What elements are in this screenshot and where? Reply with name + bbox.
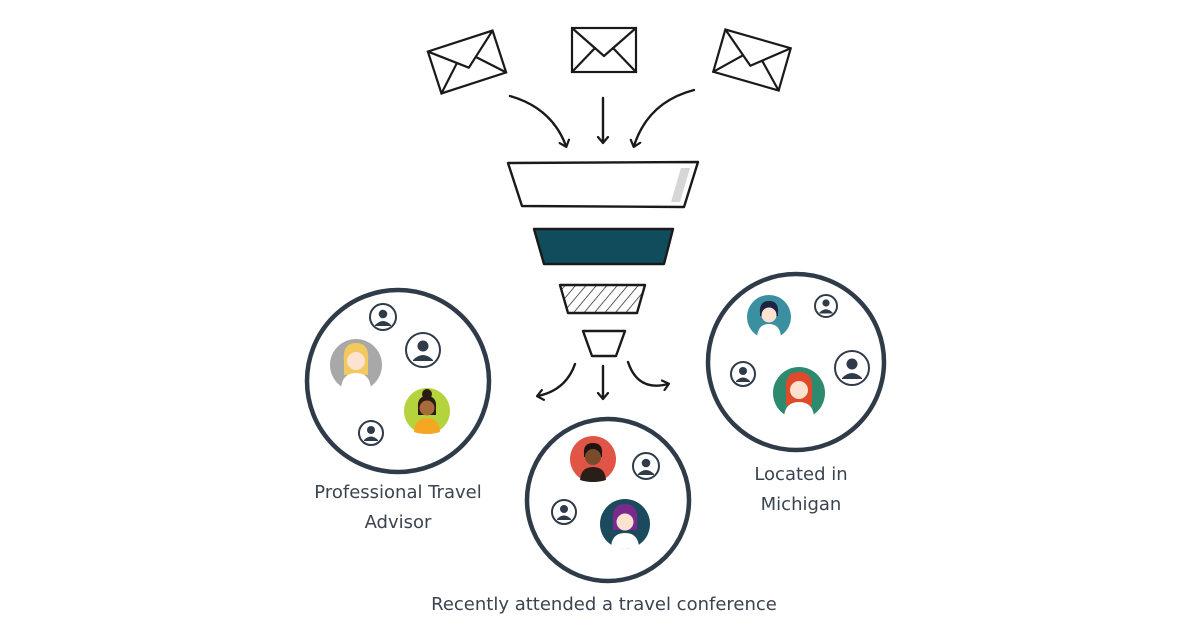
user-icon <box>369 303 397 331</box>
avatar-redhead-woman <box>773 367 825 420</box>
arrow-in-left <box>508 94 566 146</box>
user-icon <box>405 332 441 368</box>
user-icon <box>814 294 838 318</box>
avatar-woman-bun <box>404 388 450 434</box>
envelope-icon-center <box>570 26 638 74</box>
segment-label-left: Professional Travel Advisor <box>314 482 482 533</box>
user-icon <box>730 361 756 387</box>
user-icon <box>834 350 870 386</box>
funnel-tier-2 <box>532 227 675 266</box>
funnel-tier-1 <box>506 160 700 209</box>
avatar-blonde-woman <box>330 339 382 392</box>
user-icon <box>358 420 384 446</box>
avatar-man-blue <box>747 295 791 339</box>
arrow-out-left <box>538 362 577 396</box>
segment-circle-left <box>304 287 492 475</box>
segment-label-bottom: Recently attended a travel conference <box>431 594 777 615</box>
segment-label-right: Located in Michigan <box>754 464 848 515</box>
arrow-out-right <box>626 360 668 386</box>
avatar-woman-purple <box>600 499 650 549</box>
envelope-icon-right <box>711 28 793 92</box>
arrow-in-right <box>634 88 696 146</box>
avatar-man-red <box>570 436 616 482</box>
funnel-tier-4 <box>581 329 627 358</box>
user-icon <box>551 499 577 525</box>
funnel-tier-3 <box>558 283 647 315</box>
envelope-icon-left <box>426 29 508 95</box>
user-icon <box>632 452 660 480</box>
